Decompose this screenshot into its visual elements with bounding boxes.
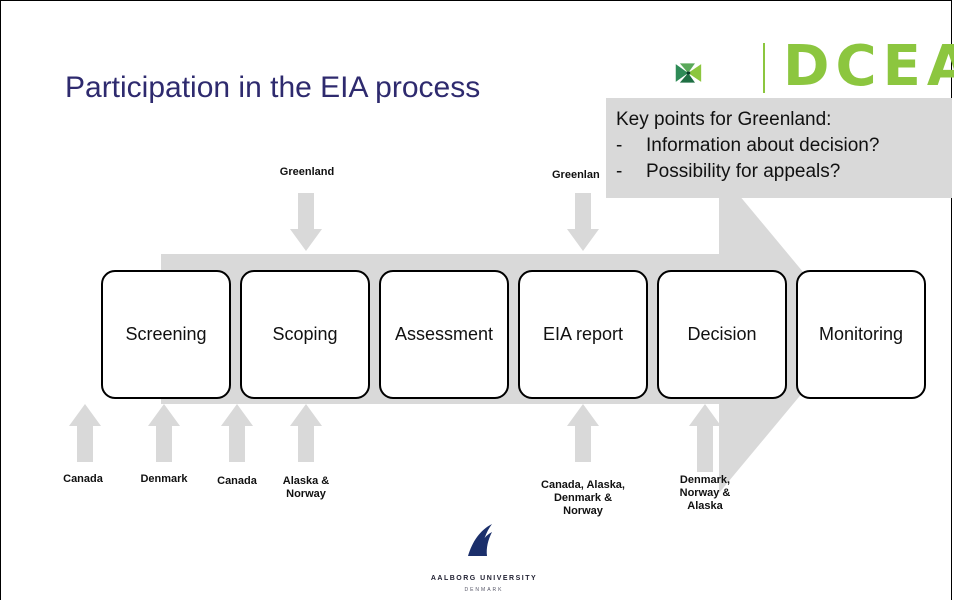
label-alaska-norway: Alaska & Norway: [282, 475, 330, 500]
bullet-dash: -: [616, 161, 623, 182]
bullet-dash: -: [616, 135, 623, 156]
label-greenland-scoping: Greenland: [279, 166, 335, 178]
label-canada-1: Canada: [63, 473, 103, 485]
stage-scoping: Scoping: [240, 270, 370, 399]
university-name: AALBORG UNIVERSITY: [430, 575, 538, 582]
stage-eia-report: EIA report: [518, 270, 648, 399]
label-canada-2: Canada: [217, 475, 257, 487]
logo-divider: [763, 43, 765, 93]
up-arrow-alaska-norway: [290, 404, 322, 462]
up-arrow-decision-group: [689, 404, 721, 472]
dcea-logo-text: DCEA: [783, 34, 954, 99]
up-arrow-eia-report-group: [567, 404, 599, 462]
stage-decision: Decision: [657, 270, 787, 399]
down-arrow-scoping: [290, 193, 322, 251]
stage-assessment: Assessment: [379, 270, 509, 399]
label-denmark-1: Denmark: [140, 473, 188, 485]
up-arrow-canada-1: [69, 404, 101, 462]
up-arrow-denmark: [148, 404, 180, 462]
stage-monitoring: Monitoring: [796, 270, 926, 399]
callout-point: - Information about decision?: [616, 133, 942, 159]
label-eia-report-group: Canada, Alaska, Denmark & Norway: [541, 479, 625, 517]
callout-heading: Key points for Greenland:: [616, 109, 832, 130]
dcea-star-icon: [675, 63, 702, 83]
label-decision-group: Denmark, Norway & Alaska: [679, 474, 731, 512]
page-title: Participation in the EIA process: [65, 71, 481, 104]
down-arrow-eia-report: [567, 193, 599, 251]
callout-point: - Possibility for appeals?: [616, 159, 942, 185]
aalborg-university-icon: [468, 524, 492, 556]
callout-point-text: Information about decision?: [646, 135, 880, 156]
stage-screening: Screening: [101, 270, 231, 399]
university-country: DENMARK: [464, 587, 504, 593]
up-arrow-canada-2: [221, 404, 253, 462]
callout-point-text: Possibility for appeals?: [646, 161, 841, 182]
key-points-callout: Key points for Greenland: - Information …: [606, 98, 952, 198]
label-greenland-eia-report: Greenlan: [552, 169, 600, 181]
